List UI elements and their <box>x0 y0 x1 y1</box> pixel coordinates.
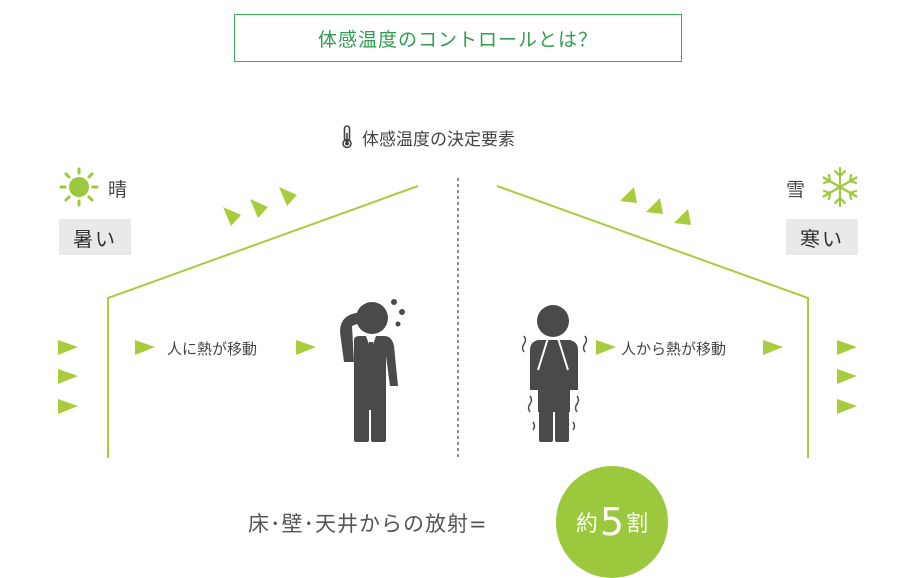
heat-arrow-right-start <box>596 340 616 355</box>
heat-arrow-left-end <box>296 340 316 355</box>
badge-number: 5 <box>599 500 625 544</box>
right-roof-arrows <box>620 187 691 225</box>
subtitle-row: 体感温度の決定要素 <box>340 125 515 150</box>
thermometer-icon <box>342 125 352 149</box>
right-house-outline <box>496 185 809 458</box>
snowflake-icon <box>822 166 858 208</box>
wall-arrow <box>58 369 78 384</box>
radiation-text: 床･壁･天井からの放射= <box>248 512 488 536</box>
wall-arrow <box>58 340 78 355</box>
badge-suffix: 割 <box>626 512 649 537</box>
sun-icon <box>59 167 99 207</box>
right-wall-arrows <box>837 340 857 414</box>
left-weather-label: 晴 <box>108 179 128 201</box>
badge-prefix: 約 <box>575 512 598 537</box>
right-feel-label: 寒い <box>786 219 858 255</box>
wall-arrow <box>837 399 857 414</box>
left-wall-arrows <box>58 340 78 414</box>
heat-arrow-right-end <box>763 340 783 355</box>
roof-arrow <box>223 207 241 226</box>
right-weather-label: 雪 <box>786 179 806 201</box>
right-heat-label: 人から熱が移動 <box>621 340 727 358</box>
ratio-badge: 約 5 割 <box>556 466 668 578</box>
wall-arrow <box>58 399 78 414</box>
roof-arrow <box>279 187 297 206</box>
heat-arrow-left-start <box>135 340 155 355</box>
left-house-outline <box>107 185 419 458</box>
hot-person-icon <box>340 299 405 442</box>
wall-arrow <box>837 369 857 384</box>
left-roof-arrows <box>223 187 297 226</box>
cold-person-icon <box>521 305 588 442</box>
roof-arrow <box>250 199 268 218</box>
left-heat-label: 人に熱が移動 <box>167 340 258 358</box>
left-feel-label: 暑い <box>59 219 131 255</box>
roof-arrow <box>620 187 637 203</box>
page-title: 体感温度のコントロールとは？ <box>234 14 682 62</box>
subtitle-text: 体感温度の決定要素 <box>362 129 515 150</box>
wall-arrow <box>837 340 857 355</box>
roof-arrow <box>646 198 663 214</box>
roof-arrow <box>674 209 691 225</box>
